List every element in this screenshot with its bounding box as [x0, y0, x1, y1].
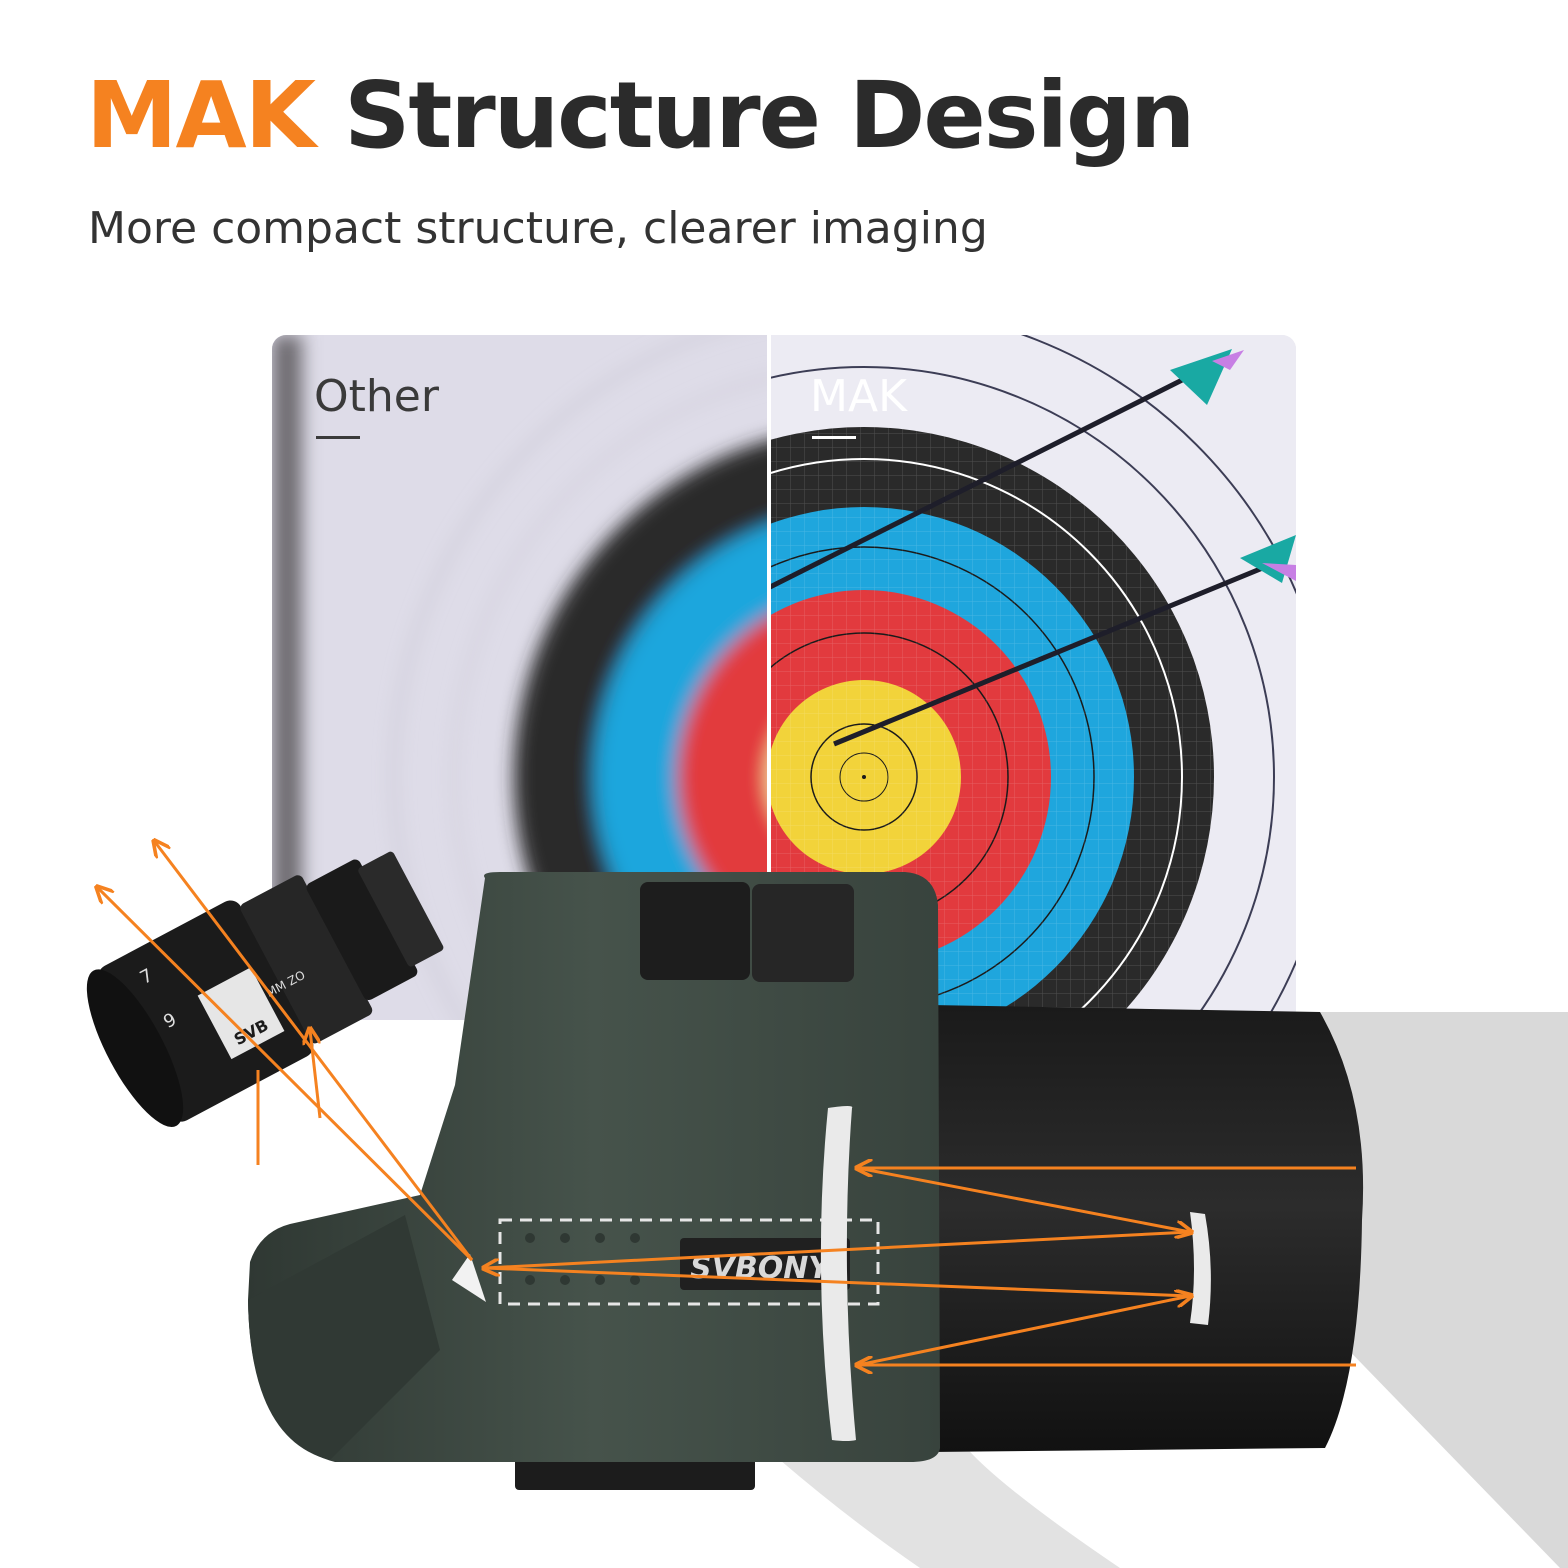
split-divider	[767, 335, 771, 1020]
page-subtitle: More compact structure, clearer imaging	[88, 203, 988, 254]
primary-mirror	[820, 1106, 856, 1441]
focus-wheel-right	[752, 884, 854, 982]
page-title: MAK Structure Design	[86, 70, 1195, 162]
body-dimples	[525, 1233, 640, 1285]
label-other: Other	[314, 371, 439, 439]
arrow-upper	[770, 349, 1244, 590]
light-path	[98, 842, 1356, 1365]
eyepiece: 7 9 SVB MM ZO	[86, 851, 444, 1127]
lens-hood	[930, 1005, 1364, 1452]
diagonal-prism	[452, 1254, 486, 1302]
focus-wheel-left	[640, 882, 750, 980]
label-mak: MAK	[810, 371, 907, 439]
backdrop-sweep	[1296, 1012, 1568, 1568]
arrow-lower	[833, 535, 1296, 747]
title-rest: Structure Design	[344, 62, 1195, 169]
internal-path-box	[498, 1218, 880, 1306]
title-accent: MAK	[86, 62, 316, 169]
